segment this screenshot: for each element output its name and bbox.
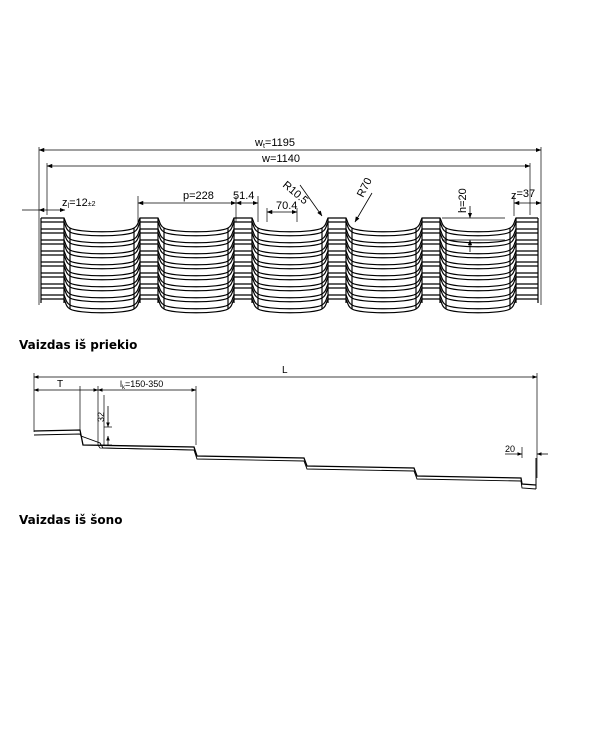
label-T: T [57, 379, 63, 390]
label-wt: wt=1195 [254, 137, 295, 150]
extension-lines [38, 147, 542, 305]
label-z1: zl=12±2 [62, 197, 96, 210]
roof-profile-side [33, 429, 537, 490]
label-lk: lk=150-350 [120, 379, 163, 391]
label-w: w=1140 [261, 153, 300, 165]
side-view-drawing: L T lk=150-350 32 20 [33, 365, 548, 490]
side-dimension-lines [33, 375, 548, 456]
caption-side-view: Vaizdas iš šono [19, 513, 123, 527]
label-r70: R70 [355, 176, 375, 199]
label-70: 70.4 [276, 200, 297, 212]
label-L: L [282, 365, 288, 376]
label-20: 20 [505, 444, 515, 454]
caption-front-view: Vaizdas iš priekio [19, 338, 138, 352]
label-51: 51.4 [233, 190, 254, 202]
side-extension-lines [33, 373, 538, 478]
dimension-lines [22, 147, 542, 252]
front-view-drawing: wt=1195 w=1140 zl=12±2 p=228 51.4 70.4 R… [22, 137, 542, 314]
roof-profile-front [40, 217, 539, 314]
label-p: p=228 [183, 190, 214, 202]
label-h: h=20 [457, 188, 469, 213]
label-32: 32 [96, 412, 106, 422]
label-z2: z=37 [511, 188, 535, 202]
